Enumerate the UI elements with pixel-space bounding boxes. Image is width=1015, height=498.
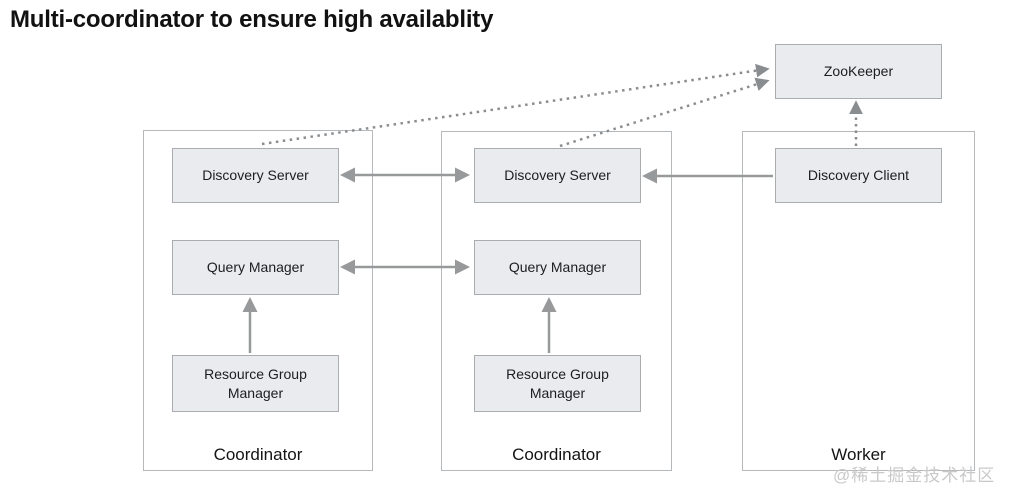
node-resource-group-manager-mid: Resource Group Manager <box>474 355 641 412</box>
query-manager-mid-label: Query Manager <box>508 259 607 276</box>
node-discovery-server-left: Discovery Server <box>172 148 339 203</box>
coordinator-mid-label: Coordinator <box>512 445 601 464</box>
coordinator-left-label: Coordinator <box>213 445 303 464</box>
node-query-manager-mid: Query Manager <box>474 240 641 295</box>
worker-container: Worker <box>742 131 975 471</box>
discovery-server-mid-label: Discovery Server <box>504 167 611 184</box>
watermark: @稀土掘金技术社区 <box>833 466 996 485</box>
discovery-client-label: Discovery Client <box>807 167 910 184</box>
query-manager-left-label: Query Manager <box>206 259 305 276</box>
node-discovery-client: Discovery Client <box>775 148 942 203</box>
coordinator-left-container: Coordinator <box>143 130 373 471</box>
discovery-server-left-label: Discovery Server <box>202 167 309 184</box>
worker-label: Worker <box>831 445 886 464</box>
node-zookeeper: ZooKeeper <box>775 44 942 99</box>
resource-group-manager-mid-label: Resource Group Manager <box>506 366 609 401</box>
node-resource-group-manager-left: Resource Group Manager <box>172 355 339 412</box>
diagram-title: Multi-coordinator to ensure high availab… <box>10 6 494 33</box>
zookeeper-label: ZooKeeper <box>823 63 894 80</box>
resource-group-manager-left-label: Resource Group Manager <box>204 366 307 401</box>
node-discovery-server-mid: Discovery Server <box>474 148 641 203</box>
node-query-manager-left: Query Manager <box>172 240 339 295</box>
